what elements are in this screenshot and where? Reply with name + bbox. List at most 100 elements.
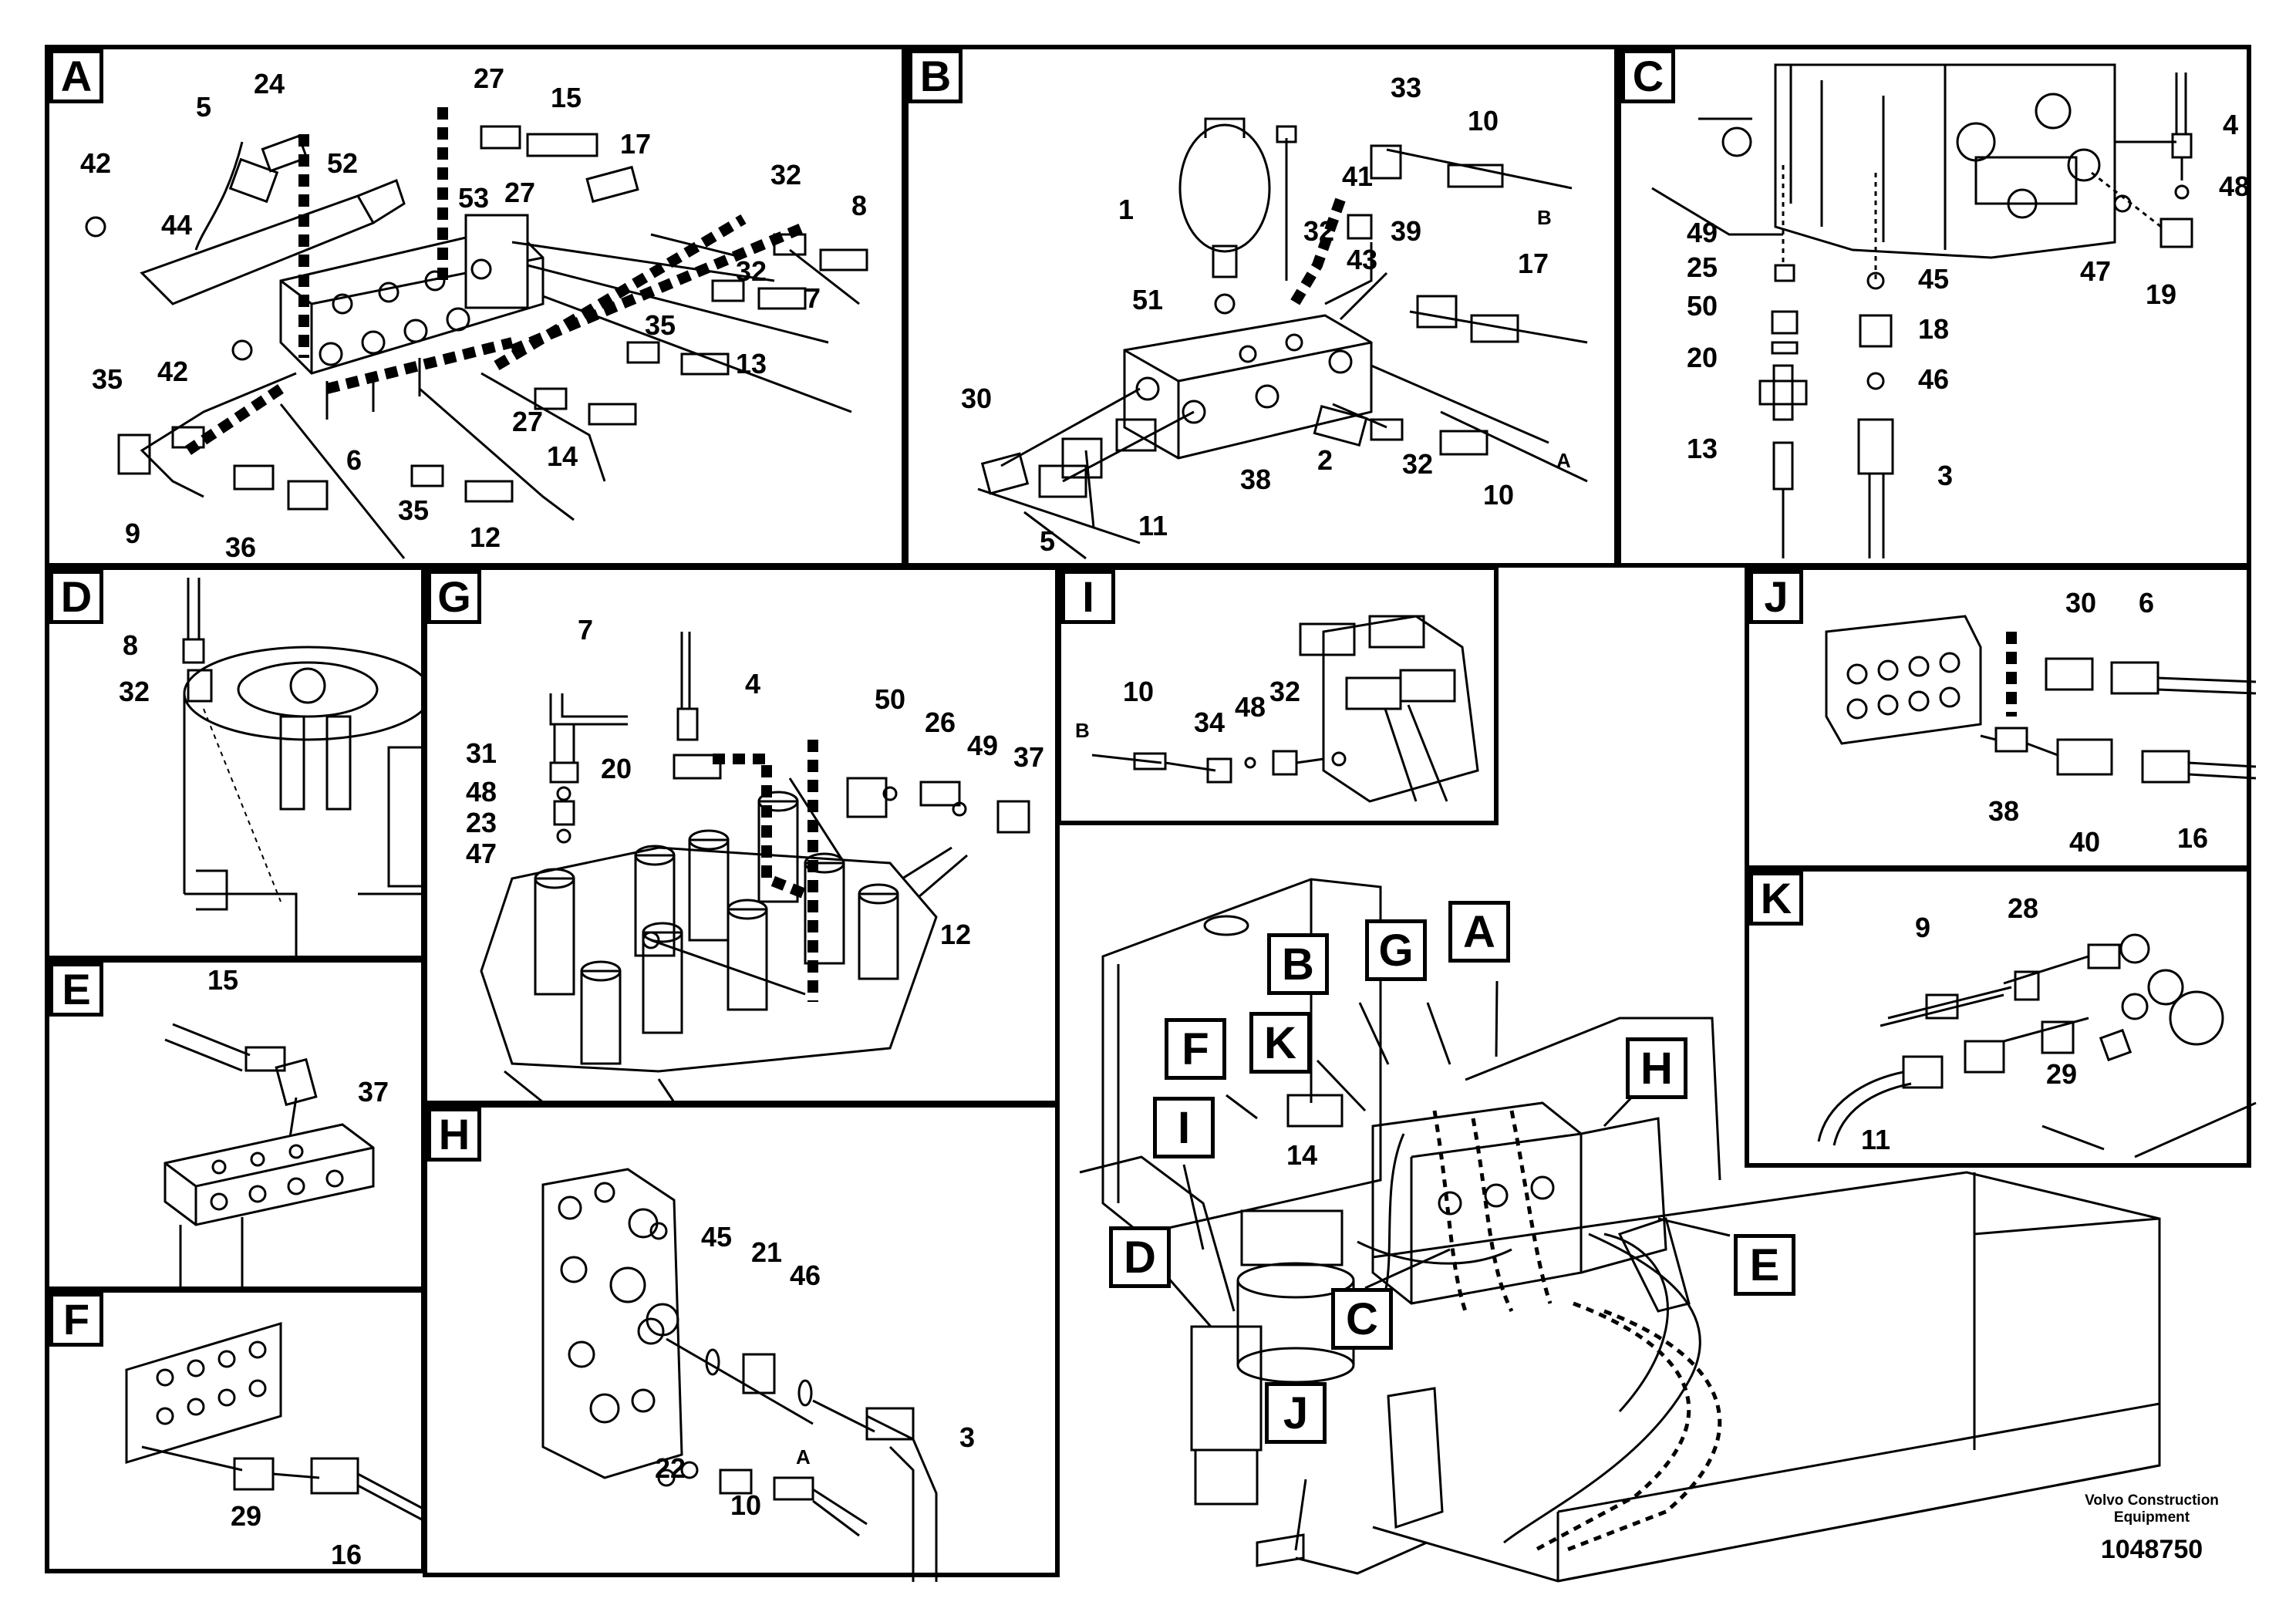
part-43: 43 <box>1347 244 1378 275</box>
part-46: 46 <box>1918 363 1950 395</box>
letter-b: B <box>1075 719 1090 742</box>
panel-h: H 45 21 46 22 10 3 A <box>423 1103 1060 1582</box>
panel-d-label: D <box>49 570 103 624</box>
panel-b-drawing <box>977 117 1588 560</box>
part-8: 8 <box>123 629 139 661</box>
panel-j: J 30 6 38 40 16 <box>1745 565 2257 870</box>
overview-callout-j: J <box>1265 1382 1327 1444</box>
part-30: 30 <box>961 383 993 414</box>
part-27: 27 <box>504 177 536 208</box>
panel-j-label: J <box>1749 570 1803 624</box>
part-29: 29 <box>2046 1058 2078 1090</box>
part-39: 39 <box>1391 215 1422 247</box>
part-6: 6 <box>2139 587 2155 619</box>
part-44: 44 <box>161 209 193 241</box>
overview-callout-d: D <box>1109 1226 1171 1288</box>
part-32: 32 <box>770 159 802 191</box>
part-34: 34 <box>1194 706 1226 738</box>
panel-d: D 8 32 <box>45 565 433 960</box>
part-17: 17 <box>1518 248 1549 279</box>
part-19: 19 <box>2146 278 2177 310</box>
part-8: 8 <box>851 190 868 221</box>
letter-a: A <box>1556 449 1571 472</box>
part-21: 21 <box>751 1236 783 1268</box>
part-11: 11 <box>1861 1124 1891 1155</box>
part-2: 2 <box>1317 444 1333 476</box>
panel-b: B <box>904 45 1619 568</box>
panel-b-label: B <box>909 49 963 103</box>
part-30: 30 <box>2065 587 2097 619</box>
part-14: 14 <box>547 440 578 472</box>
part-11: 11 <box>1138 510 1168 541</box>
panel-a-label: A <box>49 49 103 103</box>
part-28: 28 <box>2008 892 2039 924</box>
part-3: 3 <box>959 1421 976 1453</box>
part-6: 6 <box>346 444 362 476</box>
part-32: 32 <box>119 676 150 707</box>
overview-callout-b: B <box>1267 933 1329 995</box>
part-38: 38 <box>1240 464 1272 495</box>
panel-e-drawing <box>164 1023 375 1294</box>
overview-callout-c: C <box>1331 1288 1393 1350</box>
overview-callout-k: K <box>1249 1012 1311 1074</box>
panel-g: G <box>423 565 1060 1105</box>
part-15: 15 <box>207 964 239 996</box>
part-13: 13 <box>1687 433 1718 464</box>
company-name: Volvo Construction Equipment <box>2036 1492 2267 1526</box>
overview-callout-a: A <box>1448 901 1510 963</box>
part-32: 32 <box>736 255 767 287</box>
panel-f-label: F <box>49 1293 103 1347</box>
part-53: 53 <box>458 182 490 214</box>
panel-a-drawing <box>85 107 868 559</box>
panel-h-label: H <box>427 1108 481 1162</box>
panel-k-drawing <box>1817 933 2257 1158</box>
panel-j-drawing <box>1825 615 2257 784</box>
panel-a: A <box>45 45 906 568</box>
part-16: 16 <box>2177 822 2209 854</box>
panel-k: K 28 9 29 11 <box>1745 867 2257 1168</box>
overview-callout-i: I <box>1153 1097 1215 1158</box>
part-27: 27 <box>474 62 505 94</box>
part-5: 5 <box>196 91 212 123</box>
part-42: 42 <box>157 356 189 387</box>
part-46: 46 <box>790 1259 821 1291</box>
panel-e: E 15 37 <box>45 958 426 1294</box>
part-9: 9 <box>125 518 141 549</box>
overview-callout-f: F <box>1165 1018 1226 1080</box>
panel-g-label: G <box>427 570 481 624</box>
overview-part-14: 14 <box>1286 1139 1318 1171</box>
panel-g-drawing <box>480 632 1030 1104</box>
panel-i: I 10 34 48 32 B <box>1057 565 1499 825</box>
part-37: 37 <box>1013 741 1045 773</box>
company-line-1: Volvo Construction <box>2085 1492 2219 1509</box>
part-41: 41 <box>1342 160 1374 192</box>
part-27: 27 <box>512 406 544 437</box>
drawing-number: 1048750 <box>2100 1535 2203 1564</box>
part-48: 48 <box>1235 691 1266 723</box>
part-48: 48 <box>466 776 497 808</box>
part-15: 15 <box>551 82 582 113</box>
part-32: 32 <box>1402 448 1434 480</box>
part-10: 10 <box>1483 479 1515 511</box>
part-23: 23 <box>466 807 497 838</box>
part-51: 51 <box>1132 284 1164 315</box>
part-32: 32 <box>1269 676 1301 707</box>
panel-d-drawing <box>182 578 433 956</box>
letter-a: A <box>796 1445 811 1469</box>
part-48: 48 <box>2219 170 2250 202</box>
part-52: 52 <box>327 147 359 179</box>
part-33: 33 <box>1391 72 1422 103</box>
part-13: 13 <box>736 348 767 379</box>
panel-k-label: K <box>1749 872 1803 926</box>
part-18: 18 <box>1918 313 1950 345</box>
panel-i-drawing <box>1091 615 1479 803</box>
part-10: 10 <box>1123 676 1155 707</box>
part-22: 22 <box>655 1452 686 1484</box>
part-12: 12 <box>470 521 501 553</box>
part-40: 40 <box>2069 826 2101 858</box>
part-36: 36 <box>225 531 257 563</box>
part-16: 16 <box>331 1539 362 1570</box>
part-42: 42 <box>80 147 112 179</box>
part-20: 20 <box>1687 342 1718 373</box>
part-26: 26 <box>925 706 956 738</box>
